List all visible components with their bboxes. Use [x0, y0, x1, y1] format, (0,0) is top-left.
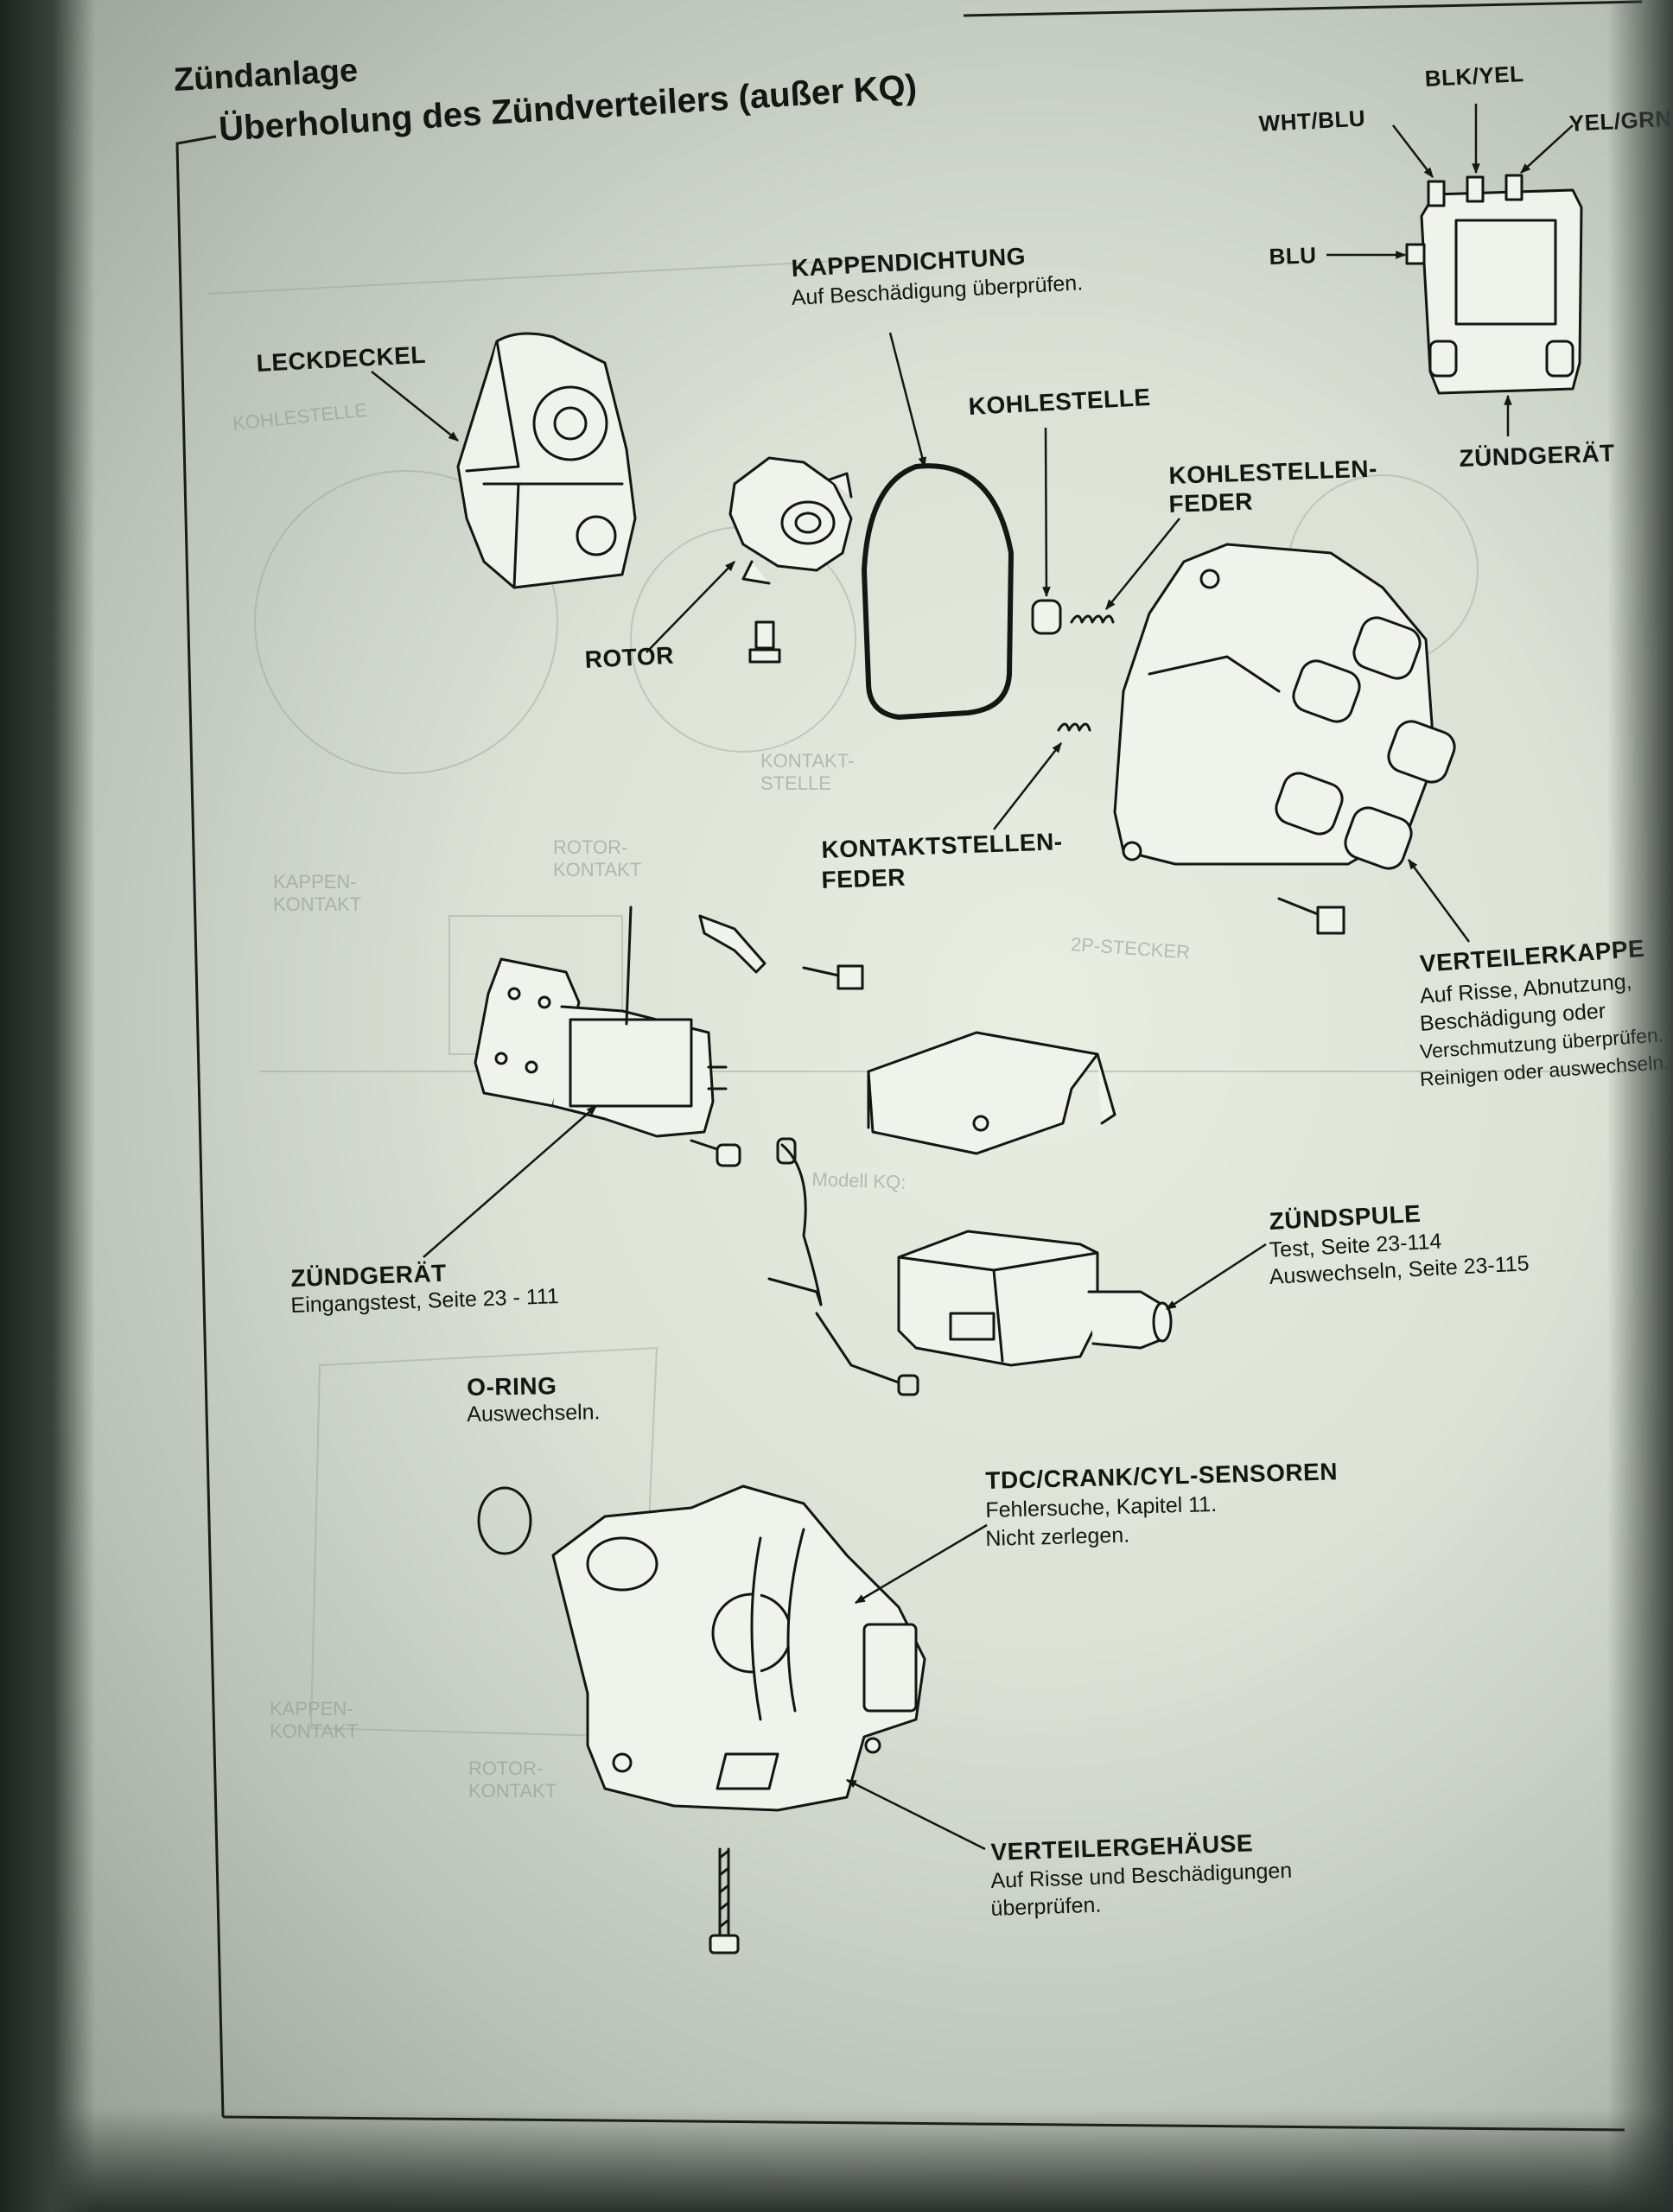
oring-part — [477, 1486, 532, 1555]
page-edge-shadow — [1607, 0, 1673, 2212]
ghost-kappenkontakt-2: KONTAKT — [273, 893, 362, 915]
kontaktstellenfeder-part — [1057, 722, 1091, 732]
kappendichtung-part — [862, 463, 1014, 720]
leader-lines — [371, 104, 1574, 1851]
ghost-rotorkontakt-3: ROTOR- — [468, 1758, 544, 1779]
label-rotor: ROTOR — [584, 641, 675, 673]
label-wire-wht-blu: WHT/BLU — [1258, 105, 1366, 137]
label-oring: O-RING — [467, 1372, 557, 1401]
ghost-rotorkontakt-4: KONTAKT — [468, 1780, 557, 1802]
note-oring: Auswechseln. — [467, 1400, 601, 1427]
note-gehaeuse-2: überprüfen. — [990, 1892, 1102, 1921]
bottom-shadow — [0, 2108, 1673, 2212]
label-zuendgeraet-top: ZÜNDGERÄT — [1459, 439, 1616, 472]
leckdeckel-part — [456, 332, 637, 589]
module-screw — [690, 1139, 741, 1167]
label-kontaktstellenfeder-2: FEDER — [821, 863, 906, 893]
zuendgeraet-part — [474, 906, 864, 1138]
zuendspule-part — [897, 1230, 1173, 1367]
ghost-kappenkontakt-1: KAPPEN- — [273, 871, 357, 893]
rotor-part — [728, 456, 853, 585]
label-wire-blu: BLU — [1269, 242, 1317, 270]
binding-shadow — [0, 0, 95, 2212]
ghost-rotorkontakt-2: KONTAKT — [553, 859, 642, 880]
verteilerkappe-screw — [1277, 897, 1345, 935]
kohlestelle-part — [1031, 599, 1062, 635]
ghost-kontaktstelle-2: STELLE — [760, 772, 831, 794]
rotor-screw — [748, 620, 781, 664]
ghost-kontaktstelle-1: KONTAKT- — [760, 750, 855, 772]
zuendgeraet-top-part — [1405, 174, 1583, 395]
wire-bracket-part — [767, 1137, 919, 1396]
note-sensoren-2: Nicht zerlegen. — [985, 1522, 1130, 1551]
ghost-rotorkontakt-1: ROTOR- — [553, 836, 628, 858]
ghost-drawings — [207, 258, 1625, 1738]
verteilerkappe-part — [1113, 543, 1456, 870]
label-wire-blk-yel: BLK/YEL — [1424, 60, 1525, 92]
label-kohlestellenfeder-2: FEDER — [1168, 487, 1254, 518]
cover-plate-part — [867, 1031, 1116, 1155]
housing-bolt — [709, 1847, 740, 1955]
kohlestellenfeder-part — [1070, 614, 1115, 624]
verteilergehaeuse-part — [551, 1484, 926, 1812]
ghost-kappenkontakt-4: KONTAKT — [270, 1720, 359, 1742]
ghost-kappenkontakt-3: KAPPEN- — [270, 1698, 353, 1719]
